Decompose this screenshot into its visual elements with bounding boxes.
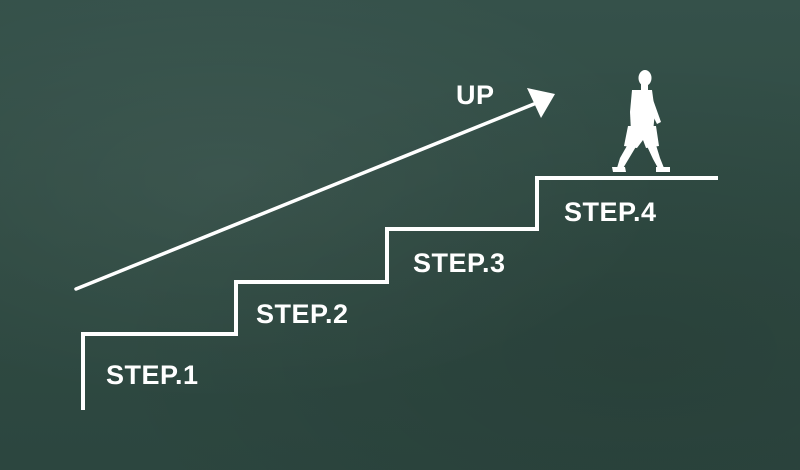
step-1-label: STEP.1	[106, 360, 199, 390]
step-4-label: STEP.4	[564, 197, 657, 227]
up-arrow-icon	[74, 88, 555, 291]
up-label: UP	[456, 80, 495, 110]
step-2-label: STEP.2	[256, 299, 349, 329]
staircase-line	[81, 176, 718, 410]
step-3-label: STEP.3	[413, 248, 506, 278]
walking-person-icon	[612, 70, 670, 172]
